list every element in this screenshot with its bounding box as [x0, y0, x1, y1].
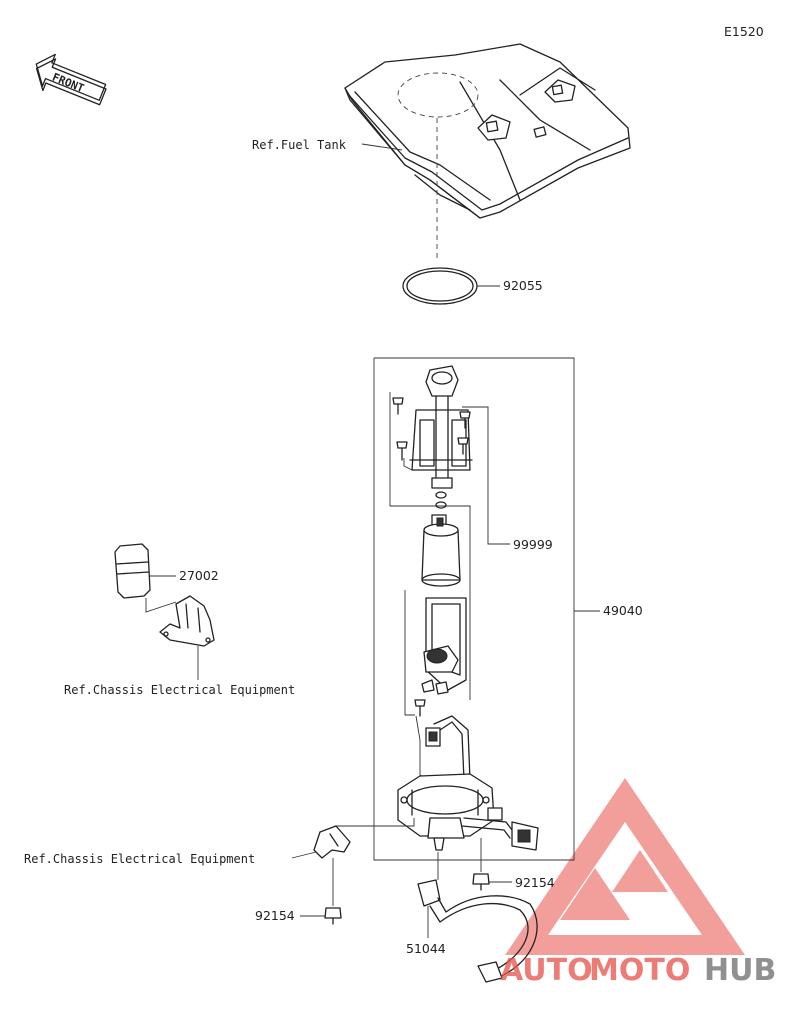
- screw-lower: [414, 699, 426, 717]
- leader-chassis-2: [291, 851, 317, 859]
- screw-lead: [403, 458, 413, 471]
- pump-motor: [421, 514, 461, 587]
- screw-left-bottom: [396, 441, 408, 461]
- part-99999: 99999: [513, 537, 553, 552]
- label-ref-chassis-electrical-1: Ref.Chassis Electrical Equipment: [64, 683, 295, 697]
- clip-right: [435, 681, 449, 695]
- assembly-frame: [373, 357, 575, 861]
- watermark-hub: HUB: [704, 953, 776, 988]
- label-ref-chassis-electrical-2: Ref.Chassis Electrical Equipment: [24, 852, 255, 866]
- o-ring-2: [435, 501, 447, 509]
- relay: [114, 543, 151, 599]
- leader-fuel-tank: [361, 143, 403, 151]
- bolt-lower: [324, 907, 342, 925]
- front-arrow-icon: FRONT: [35, 53, 107, 106]
- sub-frame-right: [462, 406, 510, 545]
- diagram-code: E1520: [724, 24, 764, 39]
- part-49040: 49040: [603, 603, 643, 618]
- watermark-auto: AUTO: [500, 953, 593, 988]
- relay-lead: [145, 598, 177, 613]
- filter-housing: [423, 597, 467, 691]
- screw-right: [459, 411, 471, 429]
- clip-left: [421, 679, 435, 693]
- sub-frame-left: [389, 392, 471, 700]
- sub-frame-lower: [404, 590, 415, 716]
- watermark-text: AUTO MOTO HUB: [500, 953, 776, 988]
- fuel-hose: [417, 879, 538, 983]
- outlet-connector: [461, 817, 539, 851]
- o-ring-1: [435, 491, 447, 499]
- part-92055: 92055: [503, 278, 543, 293]
- part-92154-upper: 92154: [515, 875, 555, 890]
- pump-head: [409, 365, 473, 489]
- screw-right-lower: [457, 437, 469, 455]
- gasket-ring: [402, 267, 478, 305]
- watermark-moto: MOTO: [589, 953, 690, 988]
- screw-left-top: [392, 397, 404, 415]
- watermark-logo: [505, 778, 745, 955]
- lower-bracket: [313, 825, 351, 859]
- part-27002: 27002: [179, 568, 219, 583]
- bolt-upper: [472, 873, 490, 891]
- part-92154-lower: 92154: [255, 908, 295, 923]
- part-51044: 51044: [406, 941, 446, 956]
- pump-base-flange: [397, 773, 503, 839]
- fuel-tank-outline: [344, 43, 631, 219]
- lower-nipple: [433, 837, 445, 851]
- label-ref-fuel-tank: Ref.Fuel Tank: [252, 138, 347, 152]
- relay-bracket: [159, 595, 215, 647]
